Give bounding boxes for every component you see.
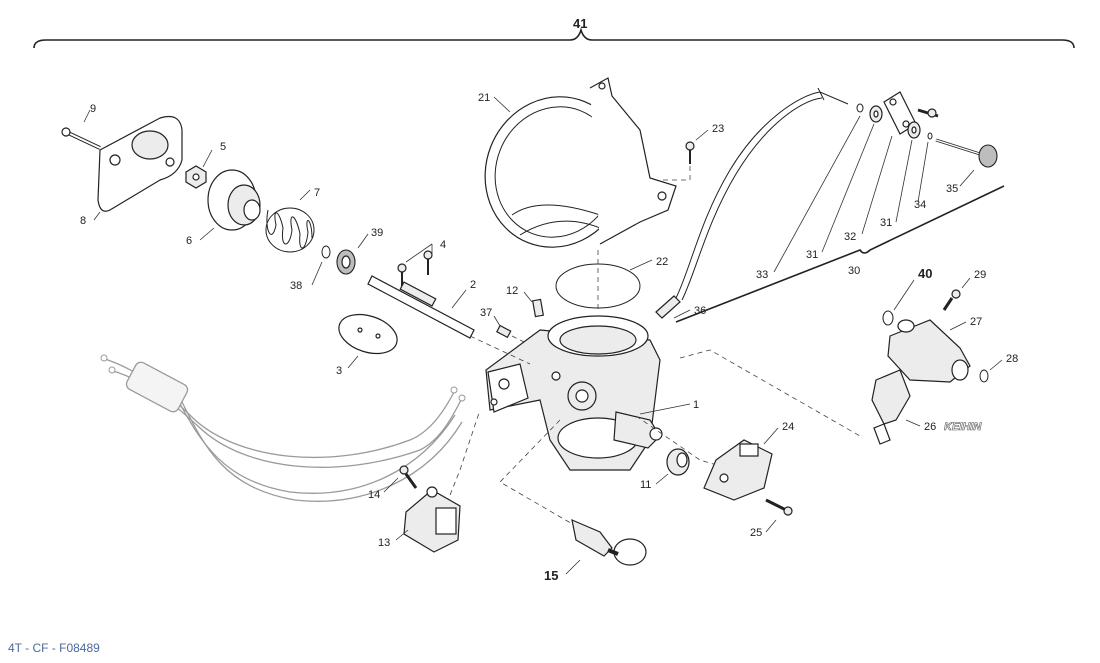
part-38-circlip <box>321 245 331 259</box>
callout-33: 33 <box>756 269 768 281</box>
callout-11: 11 <box>640 479 651 491</box>
callout-21: 21 <box>478 92 490 104</box>
part-9-screw <box>61 127 101 150</box>
part-13-sensor <box>403 486 461 553</box>
callout-38: 38 <box>290 280 302 292</box>
part-7-spring <box>265 207 315 253</box>
part-11-spacer <box>666 448 690 476</box>
part-1-throttle-body <box>485 315 663 471</box>
callout-6: 6 <box>186 235 192 247</box>
kit-brace-30 <box>675 185 1005 323</box>
part-35-adjuster-knob <box>935 138 998 168</box>
part-26-injector <box>871 369 911 445</box>
part-8-cover-plate <box>97 115 183 212</box>
callout-34: 34 <box>914 199 926 211</box>
callout-13: 13 <box>378 537 390 549</box>
part-5-nut <box>185 165 207 189</box>
reference-code: 4T - CF - F08489 <box>8 641 100 655</box>
assembly-brace-41 <box>33 27 1075 49</box>
callout-4: 4 <box>440 239 446 251</box>
callout-31-a: 31 <box>806 249 818 261</box>
part-39-seal <box>336 249 356 275</box>
part-2-throttle-shaft <box>367 275 475 339</box>
part-21-intake-funnel <box>484 77 677 248</box>
callout-1: 1 <box>693 399 699 411</box>
callout-40: 40 <box>918 266 932 281</box>
callout-8: 8 <box>80 215 86 227</box>
part-37-grub-screw <box>496 324 512 339</box>
callout-22: 22 <box>656 256 668 268</box>
callout-29: 29 <box>974 269 986 281</box>
callout-36: 36 <box>694 305 706 317</box>
callout-15: 15 <box>544 568 558 583</box>
callout-23: 23 <box>712 123 724 135</box>
callout-28: 28 <box>1006 353 1018 365</box>
part-29-screw <box>942 289 961 311</box>
part-32-bracket <box>883 91 917 135</box>
part-27-fuel-rail <box>887 319 971 383</box>
callout-31-b: 31 <box>880 217 892 229</box>
throttle-cables <box>100 354 466 502</box>
part-23-screw <box>685 141 695 164</box>
part-6-pulley <box>207 169 261 231</box>
callout-7: 7 <box>314 187 320 199</box>
part-15-idle-adjuster <box>571 518 647 566</box>
callout-9: 9 <box>90 103 96 115</box>
callout-39: 39 <box>371 227 383 239</box>
part-31-washer-b <box>907 121 921 139</box>
callout-2: 2 <box>470 279 476 291</box>
callout-5: 5 <box>220 141 226 153</box>
callout-32: 32 <box>844 231 856 243</box>
part-28-o-ring <box>979 369 989 383</box>
brand-logo: KEIHIN <box>944 421 982 433</box>
callout-3: 3 <box>336 365 342 377</box>
callout-24: 24 <box>782 421 794 433</box>
part-36-hose <box>655 87 849 319</box>
callout-12: 12 <box>506 285 518 297</box>
callout-25: 25 <box>750 527 762 539</box>
part-12-grub-screw <box>531 298 545 318</box>
part-40-o-ring <box>882 310 894 326</box>
part-25-screw <box>765 498 793 516</box>
callout-27: 27 <box>970 316 982 328</box>
callout-37: 37 <box>480 307 492 319</box>
part-31-washer-a <box>869 105 883 123</box>
callout-35: 35 <box>946 183 958 195</box>
part-14-screw <box>399 465 418 489</box>
callout-14: 14 <box>368 489 380 501</box>
part-24-throttle-position-sensor <box>703 439 773 501</box>
part-3-throttle-plate <box>338 313 398 355</box>
callout-41: 41 <box>573 16 587 31</box>
callout-30: 30 <box>848 265 860 277</box>
callout-26: 26 <box>924 421 936 433</box>
part-34-screw <box>917 108 939 140</box>
part-33-clip <box>856 103 864 113</box>
